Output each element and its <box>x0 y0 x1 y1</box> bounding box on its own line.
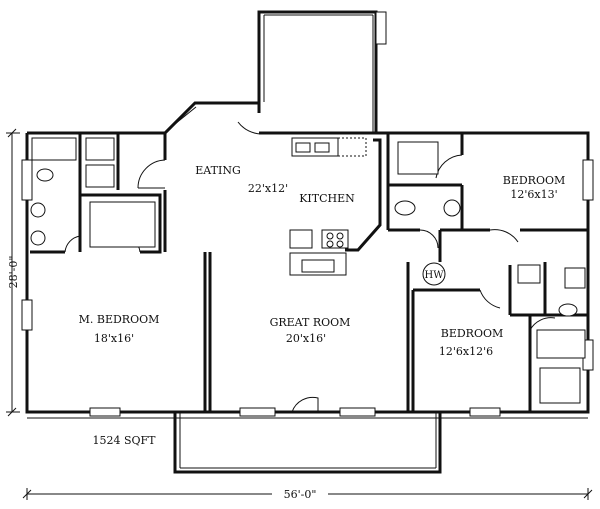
depth-dimension: 28'-0" <box>6 128 20 417</box>
bedroom-ne-label: BEDROOM <box>503 174 566 187</box>
bedroom-se-size: 12'6x12'6 <box>439 345 493 358</box>
width-dimension-label: 56'-0" <box>284 488 317 501</box>
bedroom-se-label: BEDROOM <box>441 327 504 340</box>
interior-walls <box>30 133 588 412</box>
front-porch <box>27 412 588 474</box>
master-bath-fixtures <box>30 137 156 248</box>
water-heater-label: HW <box>425 270 445 281</box>
kitchen-fixtures <box>289 137 367 276</box>
depth-dimension-label: 28'-0" <box>7 256 20 289</box>
eating-size: 22'x12' <box>248 182 288 195</box>
width-dimension: 56'-0" <box>22 486 593 501</box>
se-bath-fixtures <box>517 264 586 404</box>
master-bedroom-label: M. BEDROOM <box>79 313 160 326</box>
room-labels: EATING 22'x12' KITCHEN BEDROOM 12'6x13' … <box>79 164 566 358</box>
kitchen-label: KITCHEN <box>299 192 355 205</box>
great-room-label: GREAT ROOM <box>270 316 351 329</box>
doors <box>64 121 556 413</box>
area-label: 1524 SQFT <box>92 434 156 447</box>
water-heater: HW <box>422 262 446 286</box>
eating-label: EATING <box>195 164 240 177</box>
windows <box>21 159 594 417</box>
ne-bath-fixtures <box>394 141 461 217</box>
master-bedroom-size: 18'x16' <box>94 332 134 345</box>
rear-deck <box>257 10 387 132</box>
bedroom-ne-size: 12'6x13' <box>510 188 557 201</box>
great-room-size: 20'x16' <box>286 332 326 345</box>
